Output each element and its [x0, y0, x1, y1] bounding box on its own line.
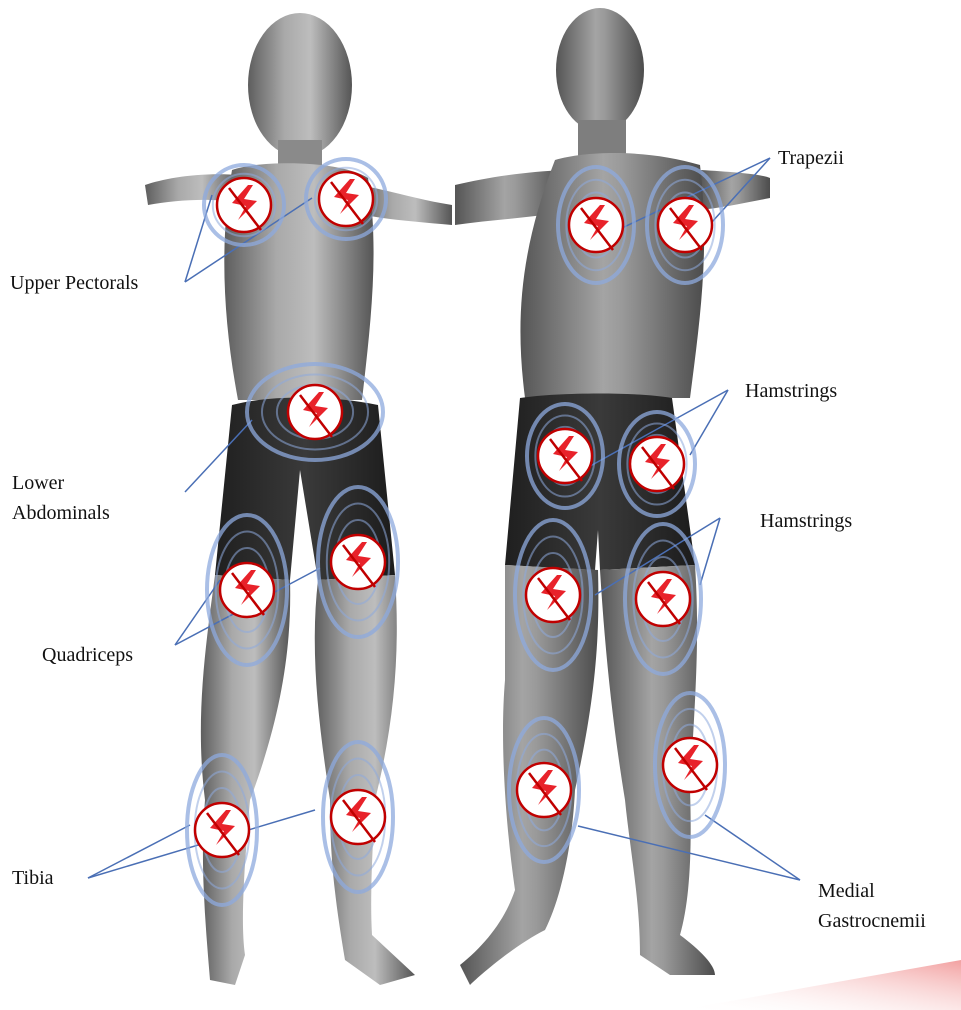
label-quadriceps: Quadriceps — [42, 642, 133, 669]
label-medial-gastrocnemii-line1: Medial — [818, 878, 875, 905]
label-lower-abdominals-line1: Lower — [12, 470, 64, 497]
label-hamstrings-lower: Hamstrings — [760, 508, 852, 535]
label-trapezii: Trapezii — [778, 145, 844, 172]
corner-accent — [680, 960, 961, 1010]
label-lower-abdominals-line2: Abdominals — [12, 500, 110, 527]
label-tibia: Tibia — [12, 865, 54, 892]
label-medial-gastrocnemii-line2: Gastrocnemii — [818, 908, 926, 935]
front-body-figure — [145, 13, 452, 985]
electrode-upper-pectoral-right — [306, 159, 386, 239]
label-upper-pectorals: Upper Pectorals — [10, 270, 138, 297]
label-hamstrings-upper: Hamstrings — [745, 378, 837, 405]
back-body-figure — [455, 8, 770, 985]
electrode-upper-pectoral-left — [204, 165, 284, 245]
